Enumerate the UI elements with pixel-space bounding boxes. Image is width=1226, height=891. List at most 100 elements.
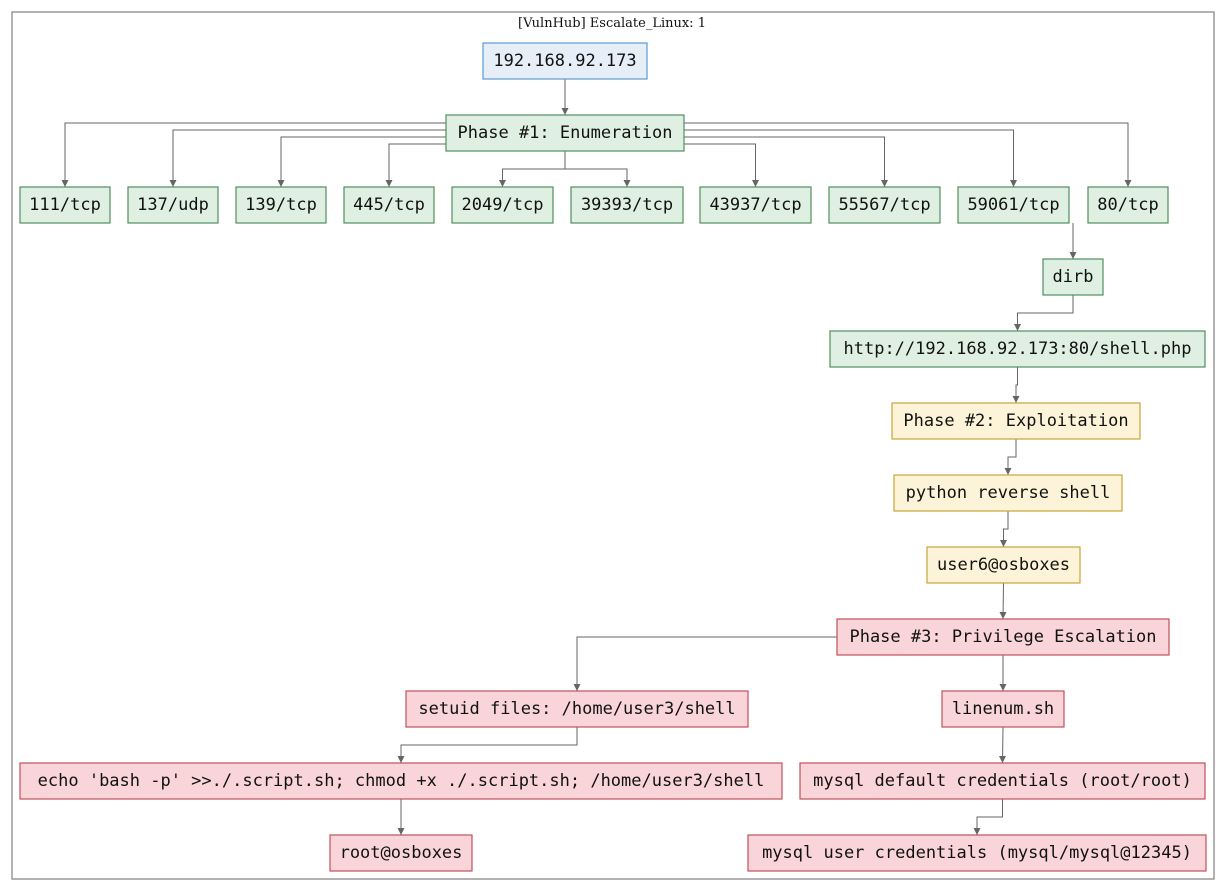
edge-phase1-to-p111-arrow [61, 180, 69, 187]
node-box-phase1 [445, 114, 685, 152]
edge-dirb-to-url [1017, 295, 1074, 331]
node-box-phase3 [836, 618, 1170, 656]
node-label-root: root@osboxes [340, 843, 463, 863]
node-mysqldef: mysql default credentials (root/root) [799, 762, 1206, 800]
edges-layer [61, 79, 1132, 835]
node-label-user6: user6@osboxes [937, 555, 1070, 575]
node-box-setuid [405, 690, 749, 728]
node-label-ip: 192.168.92.173 [493, 51, 636, 71]
node-setuid: setuid files: /home/user3/shell [405, 690, 749, 728]
node-p111: 111/tcp [19, 186, 111, 224]
edge-phase1-to-p59061-arrow [1010, 180, 1017, 187]
edge-phase1-to-p139 [280, 136, 446, 187]
edge-phase1-to-p80 [684, 122, 1129, 187]
node-phase1: Phase #1: Enumeration [445, 114, 685, 152]
node-box-p80 [1087, 186, 1169, 224]
edge-phase1-to-p55567 [684, 136, 885, 187]
node-label-mysqluser: mysql user credentials (mysql/mysql@1234… [762, 843, 1192, 863]
edge-phase1-to-p39393-arrow [623, 180, 631, 187]
node-revshell: python reverse shell [893, 474, 1123, 512]
node-box-p55567 [828, 186, 941, 224]
edge-phase1-to-p43937 [684, 143, 756, 187]
edge-phase1-to-p80-arrow [1124, 180, 1132, 187]
node-label-setuid: setuid files: /home/user3/shell [418, 699, 735, 719]
node-p2049: 2049/tcp [451, 186, 554, 224]
node-box-p137 [127, 186, 219, 224]
node-dirb: dirb [1042, 258, 1104, 296]
node-phase3: Phase #3: Privilege Escalation [836, 618, 1170, 656]
node-url: http://192.168.92.173:80/shell.php [829, 330, 1206, 368]
node-box-ip [482, 42, 648, 80]
edge-phase2-to-revshell [1007, 439, 1017, 475]
edge-phase1-to-p137-arrow [169, 180, 177, 187]
edge-phase1-to-p39393 [564, 151, 628, 187]
node-box-mysqluser [747, 834, 1207, 872]
node-label-revshell: python reverse shell [906, 483, 1111, 503]
edge-url-to-phase2 [1015, 367, 1018, 403]
node-ip: 192.168.92.173 [482, 42, 648, 80]
edge-ip-to-phase1-arrow [561, 108, 569, 115]
edge-setuid-to-echo-arrow [397, 756, 405, 763]
node-label-linenum: linenum.sh [952, 699, 1054, 719]
node-box-p2049 [451, 186, 554, 224]
node-box-p445 [343, 186, 435, 224]
node-box-mysqldef [799, 762, 1206, 800]
node-p139: 139/tcp [235, 186, 327, 224]
node-label-mysqldef: mysql default credentials (root/root) [813, 771, 1192, 791]
edge-phase1-to-p445 [388, 143, 446, 187]
edge-url-to-phase2-arrow [1012, 396, 1020, 403]
node-label-p39393: 39393/tcp [581, 195, 673, 215]
edge-revshell-to-user6 [1003, 511, 1009, 547]
node-linenum: linenum.sh [941, 690, 1065, 728]
node-p80: 80/tcp [1087, 186, 1169, 224]
edge-mysqldef-to-mysqluser [976, 799, 1003, 835]
edge-phase1-to-p139-arrow [277, 180, 285, 187]
node-p137: 137/udp [127, 186, 219, 224]
edge-linenum-to-mysqldef-arrow [999, 756, 1006, 763]
edge-phase1-to-p111 [64, 122, 446, 187]
edge-phase1-to-p137 [172, 129, 446, 187]
node-box-echo [19, 762, 783, 800]
node-mysqluser: mysql user credentials (mysql/mysql@1234… [747, 834, 1207, 872]
node-label-echo: echo 'bash -p' >>./.script.sh; chmod +x … [38, 771, 765, 791]
node-label-phase2: Phase #2: Exploitation [903, 411, 1128, 431]
node-label-p43937: 43937/tcp [709, 195, 801, 215]
node-box-revshell [893, 474, 1123, 512]
node-box-linenum [941, 690, 1065, 728]
node-phase2: Phase #2: Exploitation [891, 402, 1141, 440]
node-p445: 445/tcp [343, 186, 435, 224]
node-box-dirb [1042, 258, 1104, 296]
node-box-p111 [19, 186, 111, 224]
node-box-url [829, 330, 1206, 368]
edge-phase3-to-setuid-arrow [573, 684, 581, 691]
edge-phase3-to-linenum-arrow [999, 684, 1007, 691]
node-label-p80: 80/tcp [1097, 195, 1158, 215]
edge-phase2-to-revshell-arrow [1004, 468, 1012, 475]
node-p59061: 59061/tcp [957, 186, 1070, 224]
node-box-p59061 [957, 186, 1070, 224]
edge-phase1-to-p55567-arrow [881, 180, 888, 187]
node-box-p43937 [699, 186, 812, 224]
node-label-p139: 139/tcp [245, 195, 317, 215]
node-label-p2049: 2049/tcp [462, 195, 544, 215]
node-p55567: 55567/tcp [828, 186, 941, 224]
edge-revshell-to-user6-arrow [1000, 540, 1007, 547]
edge-user6-to-phase3-arrow [999, 612, 1007, 619]
node-user6: user6@osboxes [926, 546, 1081, 584]
node-label-p55567: 55567/tcp [838, 195, 930, 215]
edge-dirb-to-url-arrow [1014, 324, 1021, 331]
node-box-root [329, 834, 473, 872]
edge-phase3-to-setuid [576, 636, 837, 691]
node-label-dirb: dirb [1053, 267, 1094, 287]
node-label-p445: 445/tcp [353, 195, 425, 215]
node-label-url: http://192.168.92.173:80/shell.php [844, 339, 1192, 359]
edge-setuid-to-echo [400, 727, 578, 763]
node-label-phase3: Phase #3: Privilege Escalation [849, 627, 1156, 647]
node-p39393: 39393/tcp [570, 186, 684, 224]
edge-echo-to-root-arrow [397, 828, 405, 835]
node-box-p39393 [570, 186, 684, 224]
node-label-p111: 111/tcp [29, 195, 101, 215]
node-echo: echo 'bash -p' >>./.script.sh; chmod +x … [19, 762, 783, 800]
